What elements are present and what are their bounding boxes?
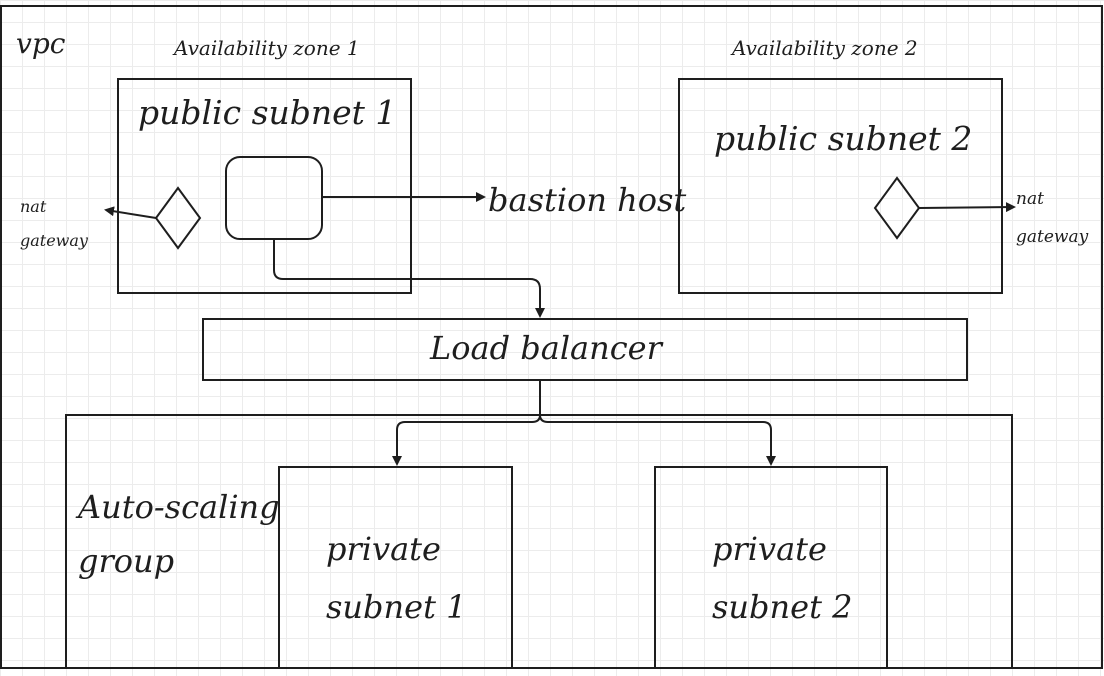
public-subnet-2-box	[678, 78, 1003, 294]
arrow-load-balancer-to-private-subnet-1	[392, 380, 541, 466]
public-subnet-1-label: public subnet 1	[138, 93, 397, 132]
private-subnet-1-box	[278, 466, 513, 668]
nat-gateway-right-line-2: gateway	[1016, 227, 1089, 247]
private-subnet-1-line-2: subnet 1	[326, 588, 467, 626]
private-subnet-1-line-1: private	[326, 530, 441, 568]
auto-scaling-group-label: Auto-scaling group	[78, 480, 280, 588]
availability-zone-2-label: Availability zone 2	[732, 36, 918, 60]
public-subnet-2-label: public subnet 2	[714, 119, 973, 158]
arrow-to-nat-gateway-left	[104, 206, 157, 219]
arrow-instance-to-load-balancer	[273, 239, 545, 318]
load-balancer-box	[202, 318, 968, 381]
auto-scaling-group-line-1: Auto-scaling	[78, 488, 280, 526]
private-subnet-2-line-2: subnet 2	[712, 588, 853, 626]
vpc-label: vpc	[16, 27, 66, 60]
vpc-boundary	[0, 5, 1103, 669]
nat-gateway-right-line-1: nat	[1016, 189, 1044, 209]
nat-gateway-left-line-2: gateway	[20, 231, 88, 250]
nat-gateway-diamond-1	[154, 186, 202, 250]
nat-gateway-left-line-1: nat	[20, 197, 47, 216]
private-subnet-1-label: private subnet 1	[326, 520, 466, 636]
arrow-to-nat-gateway-right	[918, 202, 1016, 213]
nat-gateway-label-left: nat gateway	[20, 190, 88, 258]
instance-node	[225, 156, 323, 240]
public-subnet-1-box	[117, 78, 412, 294]
private-subnet-2-box	[654, 466, 888, 668]
nat-gateway-diamond-2	[873, 176, 921, 240]
load-balancer-label: Load balancer	[430, 329, 662, 367]
arrow-load-balancer-to-private-subnet-2	[539, 414, 776, 466]
availability-zone-1-label: Availability zone 1	[174, 36, 360, 60]
bastion-host-label: bastion host	[488, 181, 687, 219]
nat-gateway-label-right: nat gateway	[1016, 180, 1088, 256]
private-subnet-2-label: private subnet 2	[712, 520, 852, 636]
private-subnet-2-line-1: private	[712, 530, 827, 568]
auto-scaling-group-line-2: group	[78, 542, 175, 580]
